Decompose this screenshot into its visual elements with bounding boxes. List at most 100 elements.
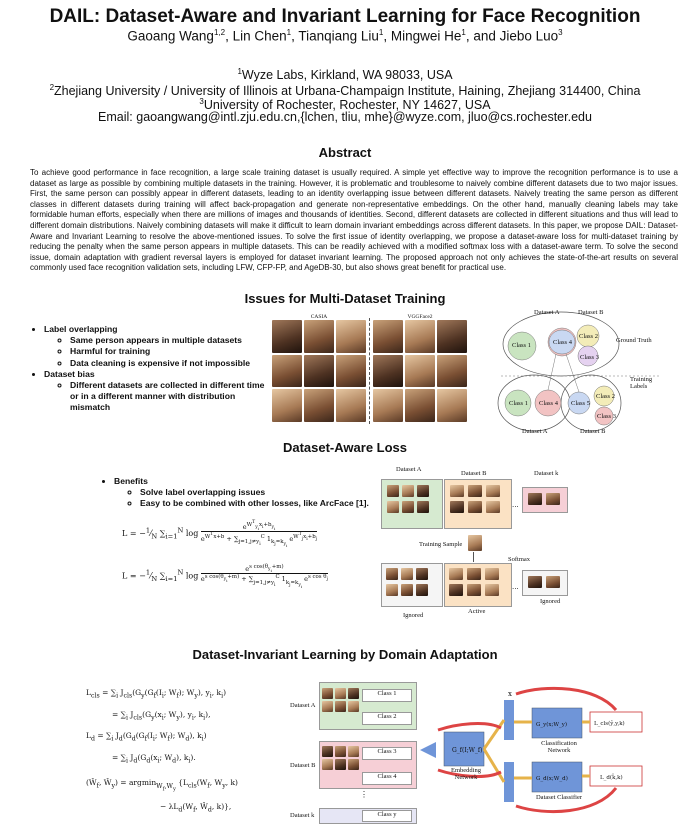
class-circle — [507, 331, 537, 361]
casia-label: CASIA — [310, 314, 328, 320]
face-image — [405, 389, 435, 422]
vertical-ellipsis: ⋮ — [360, 790, 368, 799]
bullet-sub: Different datasets are collected in diff… — [70, 380, 270, 414]
fig-label: Ground Truth — [616, 337, 652, 344]
face-image — [528, 576, 542, 588]
gradient-arrow — [437, 768, 502, 778]
face-image — [450, 485, 464, 497]
abstract-heading: Abstract — [318, 145, 372, 160]
fig-label: Ignored — [403, 612, 424, 619]
face-image — [467, 568, 481, 580]
lcls-label: L_cls(ŷ,y,k) — [594, 720, 625, 727]
face-image — [401, 584, 413, 596]
active-box-b — [444, 563, 512, 607]
dataset-a-box — [381, 479, 443, 529]
face-image — [486, 501, 500, 513]
connector — [565, 353, 580, 393]
face-grid — [528, 576, 562, 588]
face-image — [335, 759, 346, 770]
face-image — [386, 568, 398, 580]
face-image — [387, 501, 399, 513]
fig-label: Active — [468, 608, 486, 615]
classification-box — [531, 707, 583, 739]
bullet-label-overlapping: Label overlapping Same person appears in… — [44, 324, 270, 369]
fig-label: Dataset A — [396, 466, 422, 473]
formula-line: Ld = ∑i Jd(Gd(Gf(Ii; Wf); Wd), ki) — [86, 731, 207, 743]
face-image — [485, 584, 499, 596]
face-image — [373, 389, 403, 422]
face-grid — [322, 746, 359, 770]
bullet-sub: Data cleaning is expensive if not imposs… — [70, 358, 270, 369]
face-image — [401, 568, 413, 580]
face-image — [450, 501, 464, 513]
bullet-text: Label overlapping — [44, 324, 118, 334]
issues-list: Label overlapping Same person appears in… — [30, 324, 270, 414]
class-circle — [594, 406, 614, 426]
vgg-label: VGGFace2 — [407, 314, 433, 320]
formula-line: = ∑i Jcls(Gy(xi; Wy), yi, ki), — [112, 709, 211, 722]
face-image — [272, 389, 302, 422]
fig-label: Embedding Network — [451, 767, 481, 781]
face-grid — [528, 493, 562, 505]
formula-line: Lcls = ∑i Jcls(Gy(Gf(Ii; Wf); Wy), yi, k… — [86, 688, 227, 700]
face-image — [335, 701, 346, 712]
face-grid — [387, 485, 437, 513]
fig-label: Dataset B — [580, 428, 606, 435]
face-image — [485, 568, 499, 580]
arrow — [482, 719, 506, 750]
face-image — [402, 501, 414, 513]
face-image — [405, 354, 435, 388]
dataset-b-box — [444, 479, 512, 529]
fig-label: Class 2 — [596, 393, 615, 400]
face-image — [405, 320, 435, 353]
fig-label: Dataset k — [534, 470, 559, 477]
invariant-heading: Dataset-Invariant Learning by Domain Ada… — [192, 647, 498, 662]
face-image — [272, 354, 302, 388]
fig-label: Softmax — [508, 556, 531, 563]
face-image — [417, 501, 429, 513]
bullet-benefits: Benefits Solve label overlapping issues … — [114, 476, 370, 510]
face-image — [322, 746, 333, 757]
class-circle — [504, 389, 532, 417]
bullet-text: Benefits — [114, 476, 148, 486]
fig-label: Dataset Classifier — [535, 794, 583, 801]
class-overlap-diagram — [497, 311, 661, 432]
gf-label: G_f(I;W_f) — [452, 747, 482, 754]
feature-bar — [504, 700, 514, 740]
face-image — [387, 485, 399, 497]
face-grid — [322, 688, 359, 712]
domain-adaptation-diagram: G_f(I;W_f) G_y(x;W_y) G_d(x;W_d) L_cls(ŷ… — [420, 686, 643, 814]
face-image — [486, 485, 500, 497]
face-image — [348, 759, 359, 770]
fig-label: Dataset k — [290, 812, 315, 819]
fig-label: Training Labels — [630, 376, 653, 390]
face-image — [416, 568, 428, 580]
face-grid — [450, 485, 506, 513]
face-image — [322, 701, 333, 712]
gd-label: G_d(x;W_d) — [536, 775, 568, 782]
fig-label: Class 3 — [597, 413, 616, 420]
formula-line: = ∑i Jd(Gd(xi; Wd), ki). — [112, 752, 196, 765]
bullet-text: Dataset bias — [44, 368, 95, 379]
poster-title: DAIL: Dataset-Aware and Invariant Learni… — [49, 6, 641, 27]
arrow — [482, 748, 506, 783]
aware-bullets: Benefits Solve label overlapping issues … — [100, 476, 370, 510]
face-image — [322, 688, 333, 699]
abstract-text: To achieve good performance in face reco… — [30, 168, 678, 273]
feature-bar — [504, 762, 514, 802]
class-label-box: Class y — [362, 810, 412, 822]
face-image — [468, 485, 482, 497]
face-image — [437, 354, 467, 388]
affiliation-1: 1Wyze Labs, Kirkland, WA 98033, USA — [237, 67, 453, 83]
formula-line: (Ŵf, Ŵy) = argminWf,Wy {Lcls(Wf, Wy, k) — [86, 778, 238, 792]
fig-label: Dataset A — [534, 309, 560, 316]
bullet-sub: Easy to be combined with other losses, l… — [140, 498, 370, 509]
face-image — [335, 688, 346, 699]
face-image — [348, 746, 359, 757]
face-image — [416, 584, 428, 596]
invariant-formulas: Lcls = ∑i Jcls(Gy(Gf(Ii; Wf); Wy), yi, k… — [86, 684, 286, 819]
issues-heading: Issues for Multi-Dataset Training — [244, 291, 446, 306]
fig-label: Class 5 — [571, 400, 590, 407]
face-image — [437, 320, 467, 353]
